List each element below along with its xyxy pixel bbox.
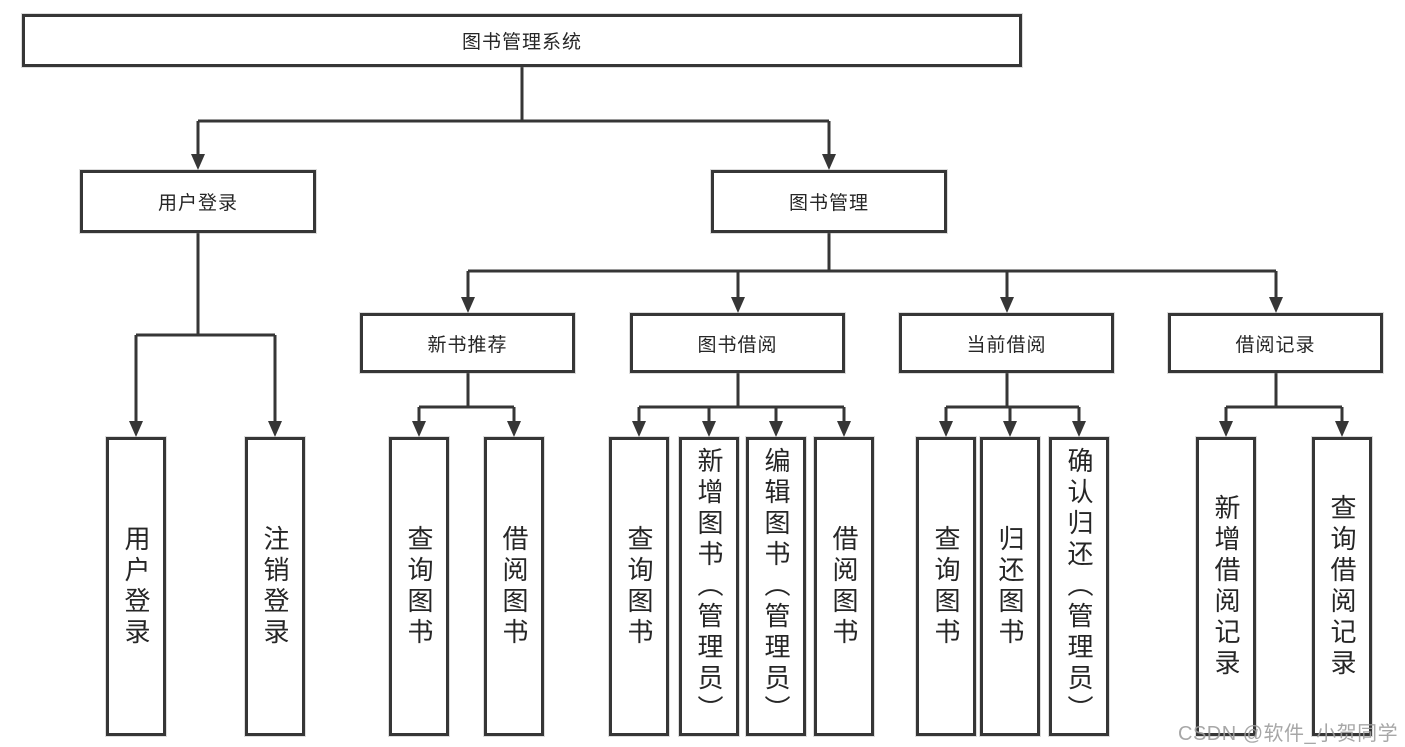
node-logout-leaf: 注销登录 [245,437,305,736]
csdn-watermark: CSDN @软件_小贺同学 [1178,723,1399,745]
arrowhead [1072,421,1086,437]
arrowhead [461,297,475,313]
node-query-books: 查询图书 [916,437,976,736]
node-label: 借阅记录 [1235,334,1316,356]
connector-currentborrow-to-leaves [944,373,1081,423]
arrowhead [507,421,521,437]
node-query-books: 查询图书 [389,437,449,736]
node-book-management: 图书管理 [711,170,947,233]
arrowhead [632,421,646,437]
connector-borrowrecord-to-leaves [1224,373,1344,423]
arrowhead [1219,421,1233,437]
node-query-books: 查询图书 [609,437,669,736]
node-borrow-books: 借阅图书 [814,437,874,736]
node-query-borrow-record: 查询借阅记录 [1312,437,1372,736]
node-label: 查询借阅记录 [1327,493,1357,680]
arrowhead [822,154,836,170]
node-label: 用户登录 [157,193,238,214]
node-label: 借阅图书 [499,524,529,649]
node-return-books: 归还图书 [980,437,1040,736]
arrowhead [1003,421,1017,437]
arrowhead [412,421,426,437]
arrowhead [1335,421,1349,437]
connector-newbook-to-leaves [417,373,516,423]
node-label: 借阅图书 [829,524,859,649]
node-new-book-recommendation: 新书推荐 [360,313,575,373]
arrowhead [939,421,953,437]
node-label: 新书推荐 [427,334,508,356]
connector-bookborrow-to-leaves [637,373,846,423]
node-label: 查询图书 [624,524,654,649]
arrowhead [1000,297,1014,313]
node-label: 新增借阅记录 [1211,493,1241,680]
node-add-book-admin: 新增图书（管理员） [679,437,739,736]
arrowhead [702,421,716,437]
node-current-borrowing: 当前借阅 [899,313,1114,373]
node-label: 确认归还（管理员） [1064,447,1094,726]
node-book-borrowing: 图书借阅 [630,313,845,373]
node-label: 当前借阅 [966,334,1047,356]
connector-bookmgmt-to-level3 [466,233,1278,299]
node-label: 注销登录 [260,524,290,649]
node-label: 查询图书 [931,524,961,649]
node-edit-book-admin: 编辑图书（管理员） [746,437,806,736]
arrowhead [1269,297,1283,313]
node-label: 图书管理系统 [461,32,582,53]
node-label: 图书借阅 [697,334,778,356]
node-label: 编辑图书（管理员） [761,447,791,726]
node-user-login: 用户登录 [80,170,316,233]
node-label: 归还图书 [995,524,1025,649]
arrowhead [191,154,205,170]
node-label: 新增图书（管理员） [694,447,724,726]
node-label: 查询图书 [404,524,434,649]
arrowhead [129,421,143,437]
node-confirm-return-admin: 确认归还（管理员） [1049,437,1109,736]
arrowhead [731,297,745,313]
node-library-management-system: 图书管理系统 [22,14,1022,67]
arrowhead [268,421,282,437]
arrowhead [837,421,851,437]
node-borrow-books: 借阅图书 [484,437,544,736]
node-user-login-leaf: 用户登录 [106,437,166,736]
node-borrowing-records: 借阅记录 [1168,313,1383,373]
node-label: 图书管理 [788,193,869,214]
node-label: 用户登录 [121,524,151,649]
arrowhead [769,421,783,437]
connector-userlogin-to-leaves [134,233,277,423]
node-add-borrow-record: 新增借阅记录 [1196,437,1256,736]
connector-root-to-level2 [196,67,831,156]
